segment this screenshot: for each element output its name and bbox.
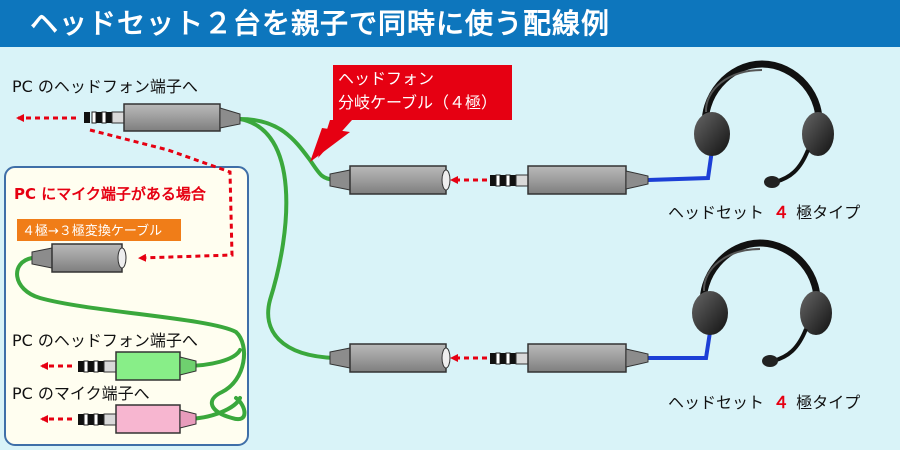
inset-title: PC にマイク端子がある場合 [14,185,207,203]
splitter-callout-line1: ヘッドフォン [338,69,434,88]
splitter-cable-upper [238,117,337,182]
splitter-callout-line2: 分岐ケーブル（４極） [338,93,497,112]
page-title: ヘッドセット２台を親子で同時に使う配線例 [0,0,900,47]
headset-type-label: ヘッドセット ４ 極タイプ [668,203,860,222]
headset-icon [692,239,832,367]
converter-jack [31,243,127,273]
converter-cable-label: ４極→３極変換ケーブル [22,223,162,239]
pc-headphone-label-inset: PC のヘッドフォン端子へ [12,331,198,350]
dashed-arrow-icon [89,128,234,262]
headset-plug-lower [490,343,649,373]
headset-type-suffix: 極タイプ [796,393,860,412]
pc-headphone-label-top: PC のヘッドフォン端子へ [12,77,198,96]
splitter-jack-upper [329,165,451,195]
splitter-callout [310,65,512,162]
splitter-jack-lower [329,343,451,373]
converter-label-bg [17,219,181,241]
pc-mic-label-inset: PC のマイク端子へ [12,384,150,403]
main-splitter-plug [84,103,241,132]
headset-type-number: ４ [773,203,789,222]
headset-type-number: ４ [773,393,789,412]
headset-type-label: ヘッドセット ４ 極タイプ [668,393,860,412]
converter-cable [15,256,247,422]
headset-plug-upper [490,165,649,195]
splitter-cable-lower [238,117,337,360]
mic-plug-pink [78,404,197,434]
headset-type-prefix: ヘッドセット [668,203,764,222]
headset-type-prefix: ヘッドセット [668,393,764,412]
red-dashed-arrows [16,114,487,423]
headset-cables [647,149,714,360]
headset-icon [694,60,834,188]
headset-type-suffix: 極タイプ [796,203,860,222]
green-cables [15,117,337,422]
headphone-plug-green [78,351,197,381]
